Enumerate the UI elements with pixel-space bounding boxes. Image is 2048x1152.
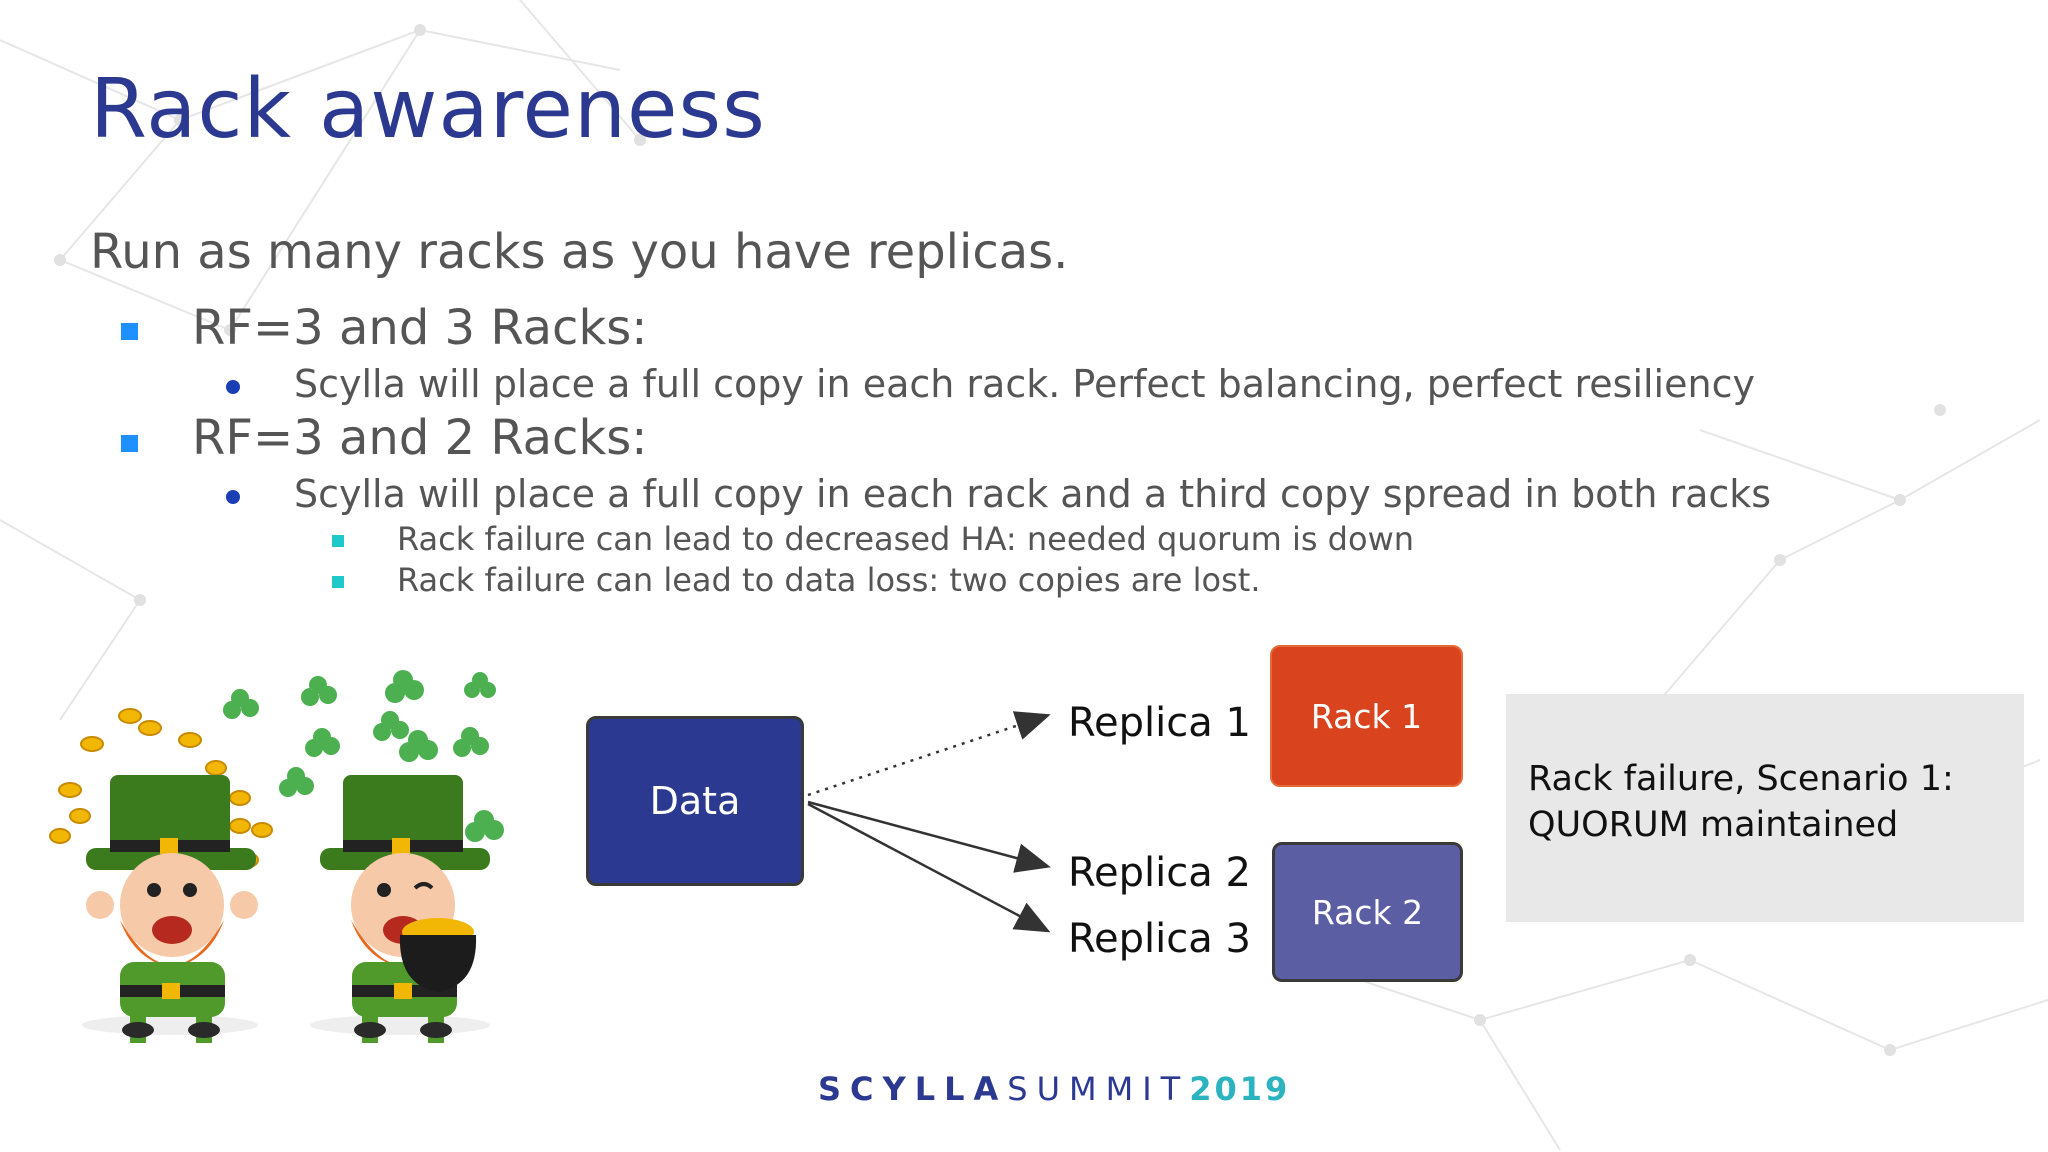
arrow-to-replica-2	[807, 800, 1051, 873]
bullet-dot-2	[226, 490, 240, 504]
subsub-bullet-ha: Rack failure can lead to decreased HA: n…	[397, 520, 1415, 558]
leprechaun-illustration	[49, 670, 504, 1043]
bullet-square-2	[121, 435, 138, 452]
lead-text: Run as many racks as you have replicas.	[90, 224, 1069, 280]
arrow-to-replica-3	[807, 802, 1051, 933]
scenario-note-text: Rack failure, Scenario 1: QUORUM maintai…	[1528, 756, 1954, 848]
footer-logo: SCYLLASUMMIT2019	[818, 1070, 1290, 1108]
sub-bullet-2racks: Scylla will place a full copy in each ra…	[294, 472, 1772, 516]
footer-brand: SCYLLA	[818, 1070, 1008, 1108]
bullet-rf3-3racks: RF=3 and 3 Racks:	[192, 300, 648, 356]
arrow-to-replica-1	[807, 711, 1051, 797]
footer-year: 2019	[1189, 1070, 1291, 1108]
scenario-note-line-1: Rack failure, Scenario 1:	[1528, 759, 1954, 799]
data-box: Data	[586, 716, 804, 886]
pot-of-gold-icon	[399, 918, 477, 992]
replica-2-label: Replica 2	[1068, 850, 1251, 896]
scenario-note-line-2: QUORUM maintained	[1528, 805, 1899, 845]
shamrock-icon	[223, 670, 504, 842]
subsub-bullet-dataloss: Rack failure can lead to data loss: two …	[397, 561, 1261, 599]
rack-2-box: Rack 2	[1272, 842, 1463, 982]
replica-3-label: Replica 3	[1068, 916, 1251, 962]
bullet-teal-2	[332, 576, 344, 588]
bullet-rf3-2racks: RF=3 and 2 Racks:	[192, 410, 648, 466]
rack-1-box: Rack 1	[1270, 645, 1463, 787]
slide-title: Rack awareness	[90, 62, 766, 157]
scenario-note-box: Rack failure, Scenario 1: QUORUM maintai…	[1506, 694, 2024, 922]
bullet-teal-1	[332, 535, 344, 547]
footer-event: SUMMIT	[1007, 1070, 1190, 1108]
bullet-square-1	[121, 323, 138, 340]
replica-1-label: Replica 1	[1068, 700, 1251, 746]
bullet-dot-1	[226, 380, 240, 394]
sub-bullet-3racks: Scylla will place a full copy in each ra…	[294, 362, 1755, 406]
